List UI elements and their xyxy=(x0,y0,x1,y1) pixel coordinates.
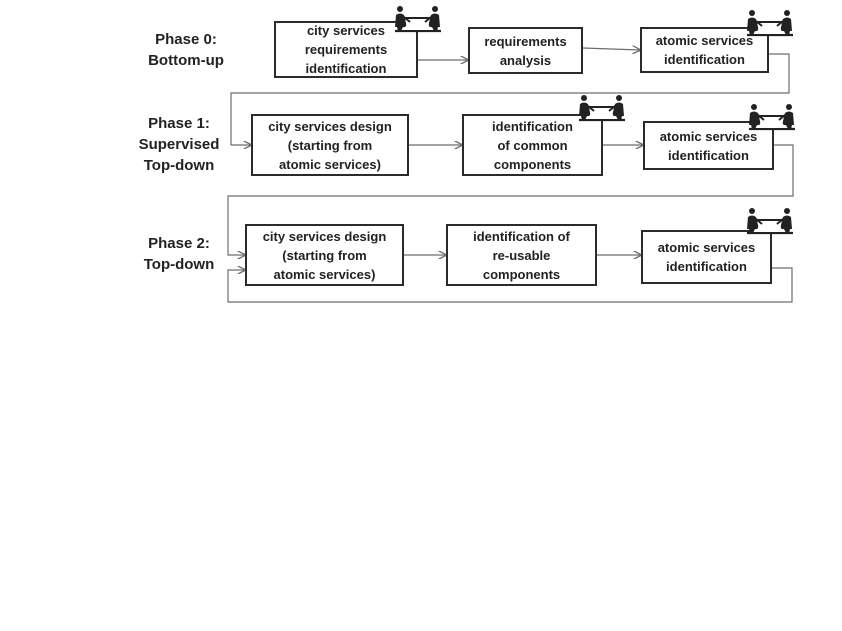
phase-1-step-3-line-2: identification xyxy=(668,147,749,163)
meeting-people-icon xyxy=(744,101,800,135)
phase-2-step-2-line-2: re-usable xyxy=(492,247,551,263)
phase-2-label: Phase 2: Top-down xyxy=(124,233,234,275)
phase-1-label-line-2: Supervised xyxy=(138,136,220,153)
phase-0-step-1-line-2: requirements xyxy=(304,42,388,57)
phase-0-step-2-line-2: analysis xyxy=(499,52,552,68)
phase-1-step-1-line-3: atomic services) xyxy=(279,156,381,172)
arrow-p0-s2-to-s3 xyxy=(582,48,640,50)
meeting-people-icon xyxy=(742,205,798,239)
phase-1-step-1-box: city services design (starting from atom… xyxy=(251,114,409,176)
phase-0-label-line-1: Phase 0: xyxy=(155,31,217,48)
phase-1-step-3-line-1: atomic services xyxy=(659,128,758,144)
phase-0-step-1-line-3: identification xyxy=(305,61,387,76)
phase-0-label-line-2: Bottom-up xyxy=(148,52,224,69)
phase-2-step-1-line-2: (starting from xyxy=(282,247,367,263)
phase-0-step-3-line-1: atomic services xyxy=(655,33,754,48)
meeting-people-icon xyxy=(574,92,630,126)
phase-2-step-3-line-2: identification xyxy=(666,259,747,274)
phase-1-step-2-line-3: components xyxy=(493,156,572,172)
phase-1-step-2-box: identification of common components xyxy=(462,114,603,176)
phase-2-step-3-box: atomic services identification xyxy=(641,230,772,284)
phase-2-step-2-box: identification of re-usable components xyxy=(446,224,597,286)
phase-1-label: Phase 1: Supervised Top-down xyxy=(124,113,234,176)
phase-0-step-1-box: city services requirements identificatio… xyxy=(274,21,418,78)
phase-0-step-2-line-1: requirements xyxy=(484,33,567,49)
phase-0-step-2-box: requirements analysis xyxy=(468,27,583,74)
phase-2-step-1-box: city services design (starting from atom… xyxy=(245,224,404,286)
phase-1-step-2-line-1: identification xyxy=(492,118,573,134)
phase-2-label-line-2: Top-down xyxy=(143,256,215,273)
phase-2-step-1-line-3: atomic services) xyxy=(273,266,376,282)
phase-1-label-line-1: Phase 1: xyxy=(148,115,210,132)
phase-2-step-1-line-1: city services design xyxy=(262,228,387,244)
phase-1-step-2-line-2: of common xyxy=(497,137,568,153)
meeting-people-icon xyxy=(390,3,446,37)
phase-1-step-1-line-2: (starting from xyxy=(287,137,373,153)
phase-0-step-1-line-1: city services xyxy=(306,23,386,38)
phase-0-label: Phase 0: Bottom-up xyxy=(131,29,241,71)
phase-2-step-2-line-3: components xyxy=(482,266,561,282)
phase-2-step-2-line-1: identification of xyxy=(473,228,570,244)
phase-1-step-1-line-1: city services design xyxy=(268,118,392,134)
phase-2-step-3-line-1: atomic services xyxy=(657,240,756,255)
phase-0-step-3-line-2: identification xyxy=(664,52,745,67)
phase-1-label-line-3: Top-down xyxy=(143,157,215,174)
meeting-people-icon xyxy=(742,7,798,41)
phase-2-label-line-1: Phase 2: xyxy=(148,235,210,252)
